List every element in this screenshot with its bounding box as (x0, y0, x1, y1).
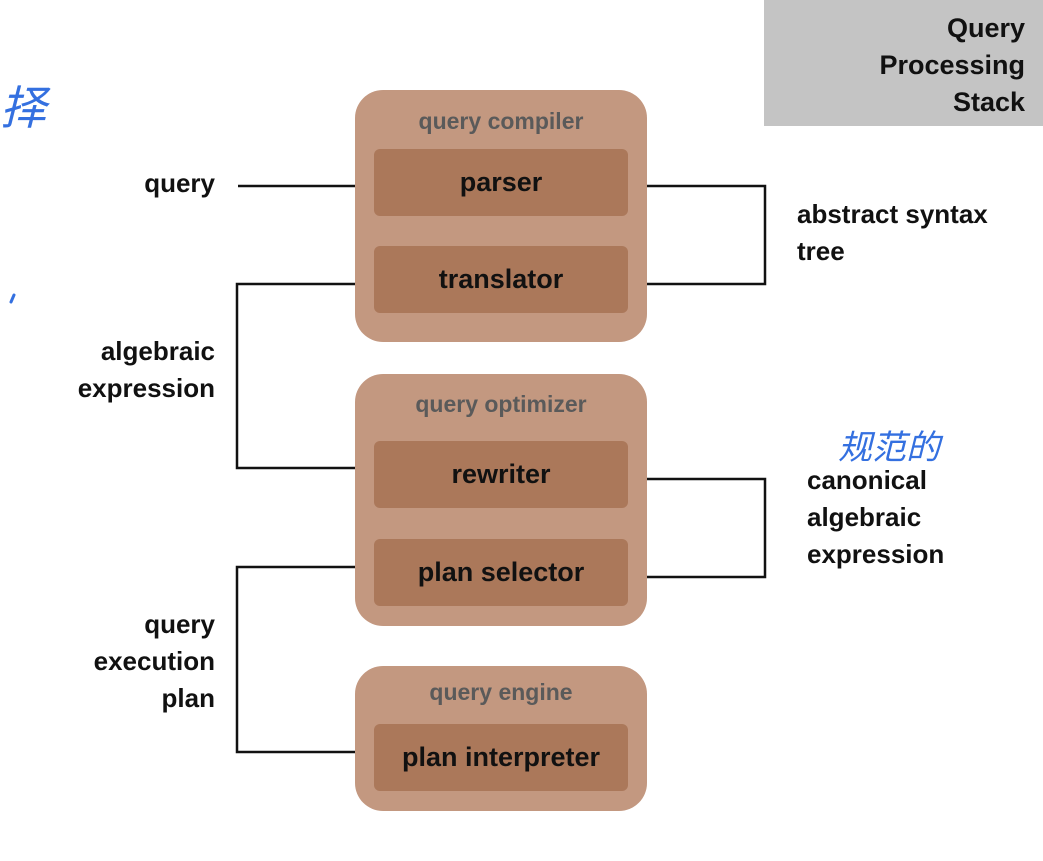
label-canonical-line-3: expression (807, 539, 945, 569)
label-query-execution-plan: query execution plan (20, 606, 215, 717)
title-line-2: Processing (879, 50, 1025, 80)
title-line-3: Stack (952, 87, 1025, 117)
module-rewriter: rewriter (374, 441, 628, 508)
stage-query-compiler: query compiler parser translator (355, 90, 647, 342)
stack-title: Query Processing Stack (764, 0, 1043, 126)
label-plan-line-1: query (144, 609, 215, 639)
arrow-translator-to-rewriter (235, 282, 374, 473)
module-plan-selector: plan selector (374, 539, 628, 606)
handwritten-canonical-note: 规范的 (838, 428, 940, 468)
label-ast-line-2: tree (797, 236, 845, 266)
arrow-rewriter-to-plan-selector (629, 477, 767, 582)
stage-label-compiler: query compiler (418, 108, 584, 134)
module-translator: translator (374, 246, 628, 313)
stage-query-engine: query engine plan interpreter (355, 666, 647, 811)
label-algebraic-line-2: expression (77, 373, 215, 403)
stage-label-engine: query engine (429, 679, 573, 705)
title-line-1: Query (946, 13, 1025, 43)
label-plan-line-2: execution (93, 646, 215, 676)
label-canonical-line-1: canonical (807, 465, 927, 495)
module-plan-interpreter: plan interpreter (374, 724, 628, 791)
module-parser: parser (374, 149, 628, 216)
label-canonical-algebraic-expression: canonical algebraic expression (807, 462, 1027, 573)
ink-tick (9, 293, 16, 304)
label-algebraic-line-1: algebraic (100, 336, 215, 366)
label-ast-line-1: abstract syntax (797, 199, 988, 229)
label-abstract-syntax-tree: abstract syntax tree (797, 196, 1037, 270)
label-algebraic-expression: algebraic expression (20, 333, 215, 407)
label-plan-line-3: plan (161, 683, 215, 713)
stage-label-optimizer: query optimizer (415, 391, 587, 417)
stage-query-optimizer: query optimizer rewriter plan selector (355, 374, 647, 626)
label-canonical-line-2: algebraic (807, 502, 922, 532)
arrow-plan-selector-to-interpreter (235, 565, 374, 757)
handwritten-edge-mark: 择 (0, 81, 46, 135)
arrow-parser-to-translator (629, 184, 767, 289)
label-query: query (144, 168, 215, 198)
